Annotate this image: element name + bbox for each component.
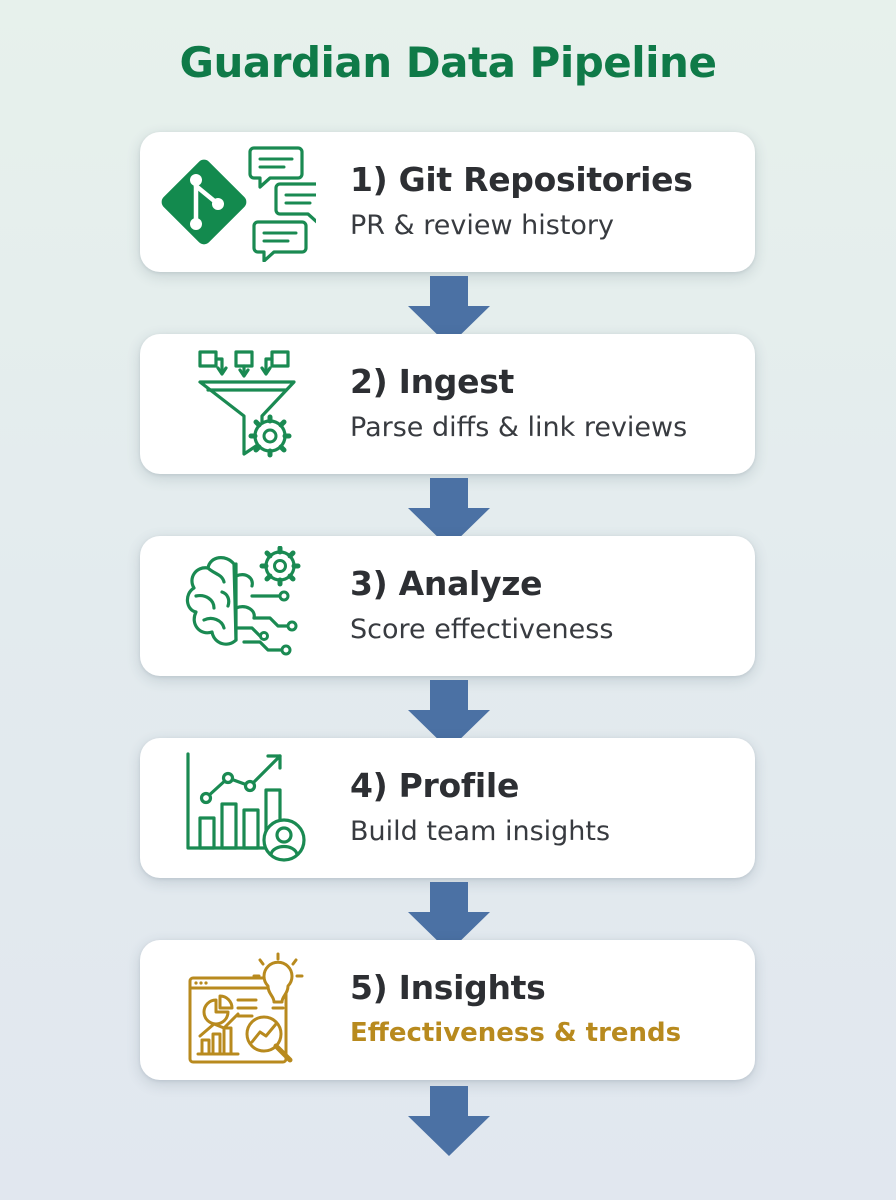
step-card-analyze: 3) Analyze Score effectiveness: [140, 536, 755, 676]
dashboard-bulb-magnifier-icon: [188, 952, 304, 1064]
diagram-title: Guardian Data Pipeline: [179, 38, 717, 87]
step-subtitle: Parse diffs & link reviews: [350, 412, 688, 443]
step-subtitle: Score effectiveness: [350, 614, 614, 645]
arrow-down-icon: [408, 680, 490, 750]
step-heading: 4) Profile: [350, 766, 520, 805]
chart-user-icon: [186, 752, 306, 862]
step-heading: 2) Ingest: [350, 362, 515, 401]
step-heading: 3) Analyze: [350, 564, 543, 603]
step-heading: 1) Git Repositories: [350, 160, 693, 199]
arrow-down-icon: [408, 1086, 490, 1156]
git-branch-chat-icon: [161, 146, 316, 262]
step-card-insights: 5) Insights Effectiveness & trends: [140, 940, 755, 1080]
step-heading: 5) Insights: [350, 968, 546, 1007]
brain-gear-circuit-icon: [185, 546, 301, 656]
step-subtitle: Build team insights: [350, 816, 611, 847]
step-card-ingest: 2) Ingest Parse diffs & link reviews: [140, 334, 755, 474]
arrow-down-icon: [408, 276, 490, 346]
step-subtitle: PR & review history: [350, 210, 615, 241]
arrow-down-icon: [408, 882, 490, 952]
arrow-down-icon: [408, 478, 490, 548]
step-card-git-repositories: 1) Git Repositories PR & review history: [140, 132, 755, 272]
step-card-profile: 4) Profile Build team insights: [140, 738, 755, 878]
funnel-gear-icon: [198, 350, 296, 458]
step-subtitle: Effectiveness & trends: [350, 1018, 682, 1048]
